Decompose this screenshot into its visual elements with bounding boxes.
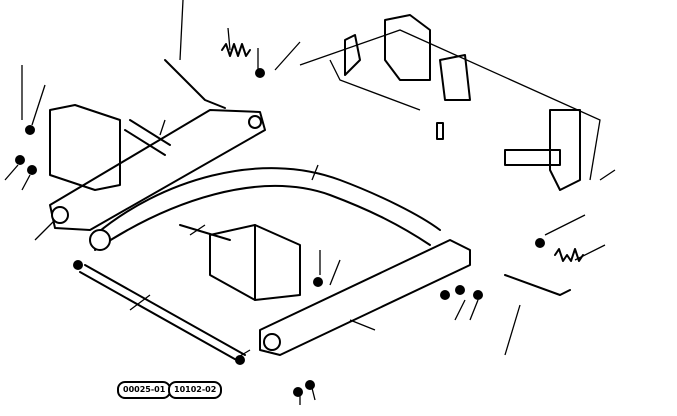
leader-lines	[4, 0, 616, 405]
springs	[164, 43, 584, 296]
long-rod	[79, 264, 246, 363]
center-block	[179, 224, 301, 301]
ref-code-2: 10102-02	[168, 381, 223, 399]
frame-plate	[299, 14, 601, 191]
lower-link	[259, 239, 471, 356]
curved-arm	[89, 167, 441, 251]
upper-link	[49, 109, 266, 231]
ref-code-1: 00025-01	[117, 381, 172, 399]
left-block	[49, 104, 171, 191]
